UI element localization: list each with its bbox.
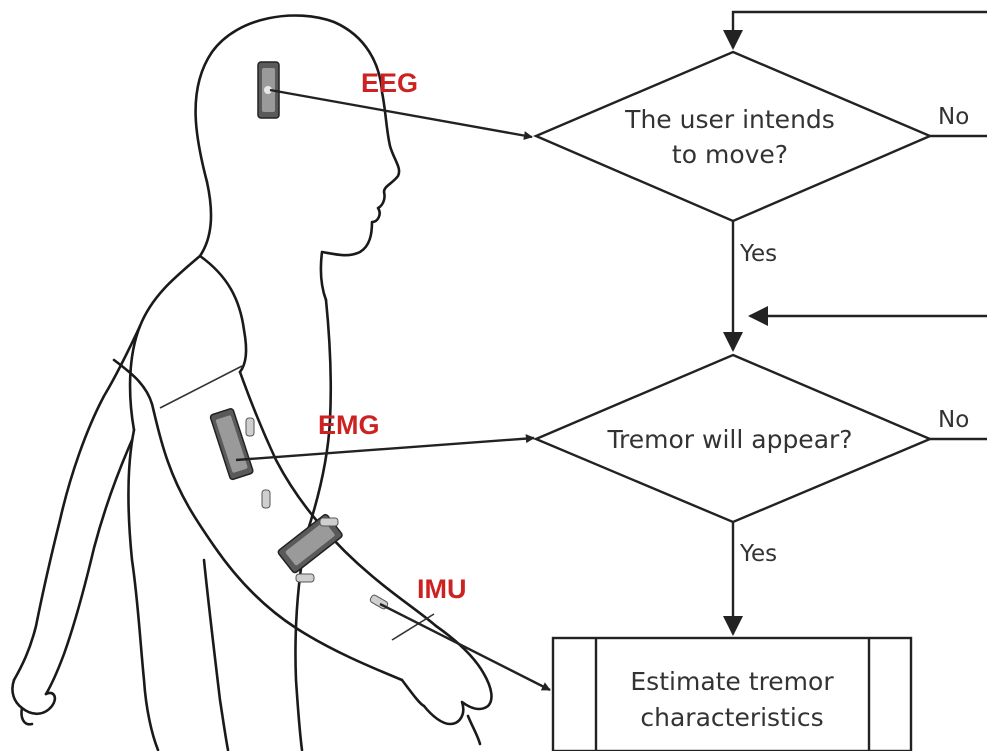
- decision-intent-line1: The user intends: [624, 105, 835, 134]
- estimate-process-line1: Estimate tremor: [630, 667, 834, 696]
- decision-intent-yes-label: Yes: [739, 241, 777, 267]
- decision-intent-line2: to move?: [672, 140, 788, 169]
- imu-signal-arrow: [380, 604, 550, 690]
- emg-label: EMG: [318, 410, 380, 440]
- decision-tremor-yes-label: Yes: [739, 541, 777, 567]
- emg-signal-arrow: [236, 438, 534, 460]
- imu-label: IMU: [417, 574, 467, 604]
- human-body-outline-icon: [12, 15, 491, 750]
- decision-tremor-line1: Tremor will appear?: [606, 425, 852, 454]
- decision-intent-diamond: [536, 52, 930, 221]
- eeg-label: EEG: [361, 68, 418, 98]
- top-loop-connector: [733, 12, 987, 48]
- decision-intent-no-label: No: [938, 104, 969, 130]
- decision-tremor-no-label: No: [938, 407, 969, 433]
- estimate-process-line2: characteristics: [640, 703, 823, 732]
